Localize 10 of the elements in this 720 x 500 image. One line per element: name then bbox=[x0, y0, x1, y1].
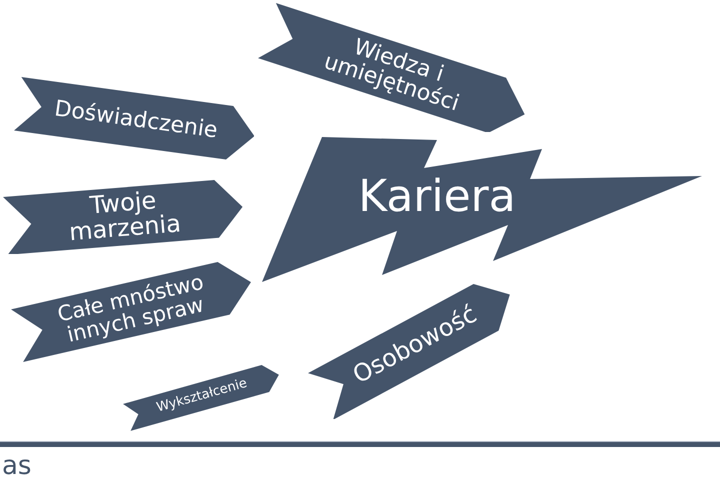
arrow-banner bbox=[11, 262, 251, 362]
arrow-banner bbox=[308, 284, 510, 420]
arrow-banner bbox=[258, 2, 525, 132]
arrow-banner bbox=[3, 180, 243, 254]
arrow-banner bbox=[123, 364, 280, 431]
footer-text: as bbox=[2, 453, 32, 479]
factor-label: Twoje marzenia bbox=[67, 186, 182, 246]
arrow-banner bbox=[14, 77, 254, 160]
factor-label: Całe mnóstwo innych spraw bbox=[54, 270, 208, 348]
central-label: Kariera bbox=[358, 174, 516, 220]
